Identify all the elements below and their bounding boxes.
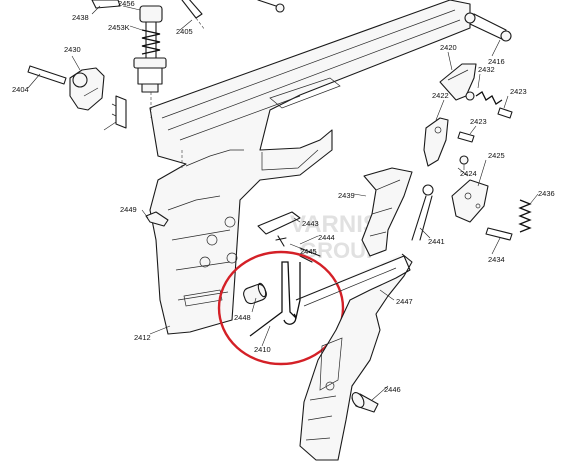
- label-2443: 2443: [302, 219, 319, 228]
- highlight-circle: [217, 250, 345, 366]
- main-frame: [149, 0, 471, 335]
- label-2439: 2439: [338, 191, 355, 200]
- label-2430: 2430: [64, 45, 81, 54]
- label-2438: 2438: [72, 13, 89, 22]
- label-2456: 2456: [118, 0, 135, 8]
- part-2434: [485, 227, 513, 241]
- part-2445: [299, 247, 321, 263]
- label-2445: 2445: [300, 247, 317, 256]
- part-2423-pin-lower: [457, 131, 475, 143]
- part-2404: [27, 65, 67, 85]
- label-2424: 2424: [460, 169, 477, 178]
- label-2447: 2447: [396, 297, 413, 306]
- label-2416: 2416: [488, 57, 505, 66]
- part-2438: [91, 0, 121, 9]
- part-2430: [69, 67, 105, 111]
- part-2422: [423, 117, 449, 167]
- part-2432-spring: [465, 91, 503, 105]
- label-2436: 2436: [538, 189, 555, 198]
- label-2441: 2441: [428, 237, 445, 246]
- part-labels: 2438 2456 2453K 2405 2430 2404 2416 2420…: [12, 0, 555, 394]
- part-2439: [361, 167, 413, 257]
- leader-lines: [27, 5, 539, 401]
- part-2425: [451, 179, 489, 223]
- part-2446-screw: [351, 392, 379, 413]
- label-2404: 2404: [12, 85, 29, 94]
- part-2436-spring: [518, 199, 532, 233]
- label-2448: 2448: [234, 313, 251, 322]
- label-2444: 2444: [318, 233, 335, 242]
- part-2447-grip: [295, 253, 413, 461]
- label-2420: 2420: [440, 43, 457, 52]
- part-2416: [464, 12, 512, 42]
- label-2446: 2446: [384, 385, 401, 394]
- part-2410-spring-wire: [249, 261, 301, 337]
- part-2405: [181, 0, 206, 31]
- label-2425: 2425: [488, 151, 505, 160]
- label-2412: 2412: [134, 333, 151, 342]
- part-2423-pin-upper: [497, 107, 513, 119]
- part-2443: [257, 211, 301, 235]
- label-2410: 2410: [254, 345, 271, 354]
- part-2449-screw: [145, 211, 169, 227]
- label-2423-upper: 2423: [510, 87, 527, 96]
- part-2435-clip: [111, 95, 127, 129]
- label-2432: 2432: [478, 65, 495, 74]
- label-2449: 2449: [120, 205, 137, 214]
- part-2420: [439, 63, 477, 101]
- part-2441: [411, 184, 434, 241]
- label-2405: 2405: [176, 27, 193, 36]
- label-2422: 2422: [432, 91, 449, 100]
- part-2453k-plunger: [133, 5, 167, 118]
- part-2448: [243, 282, 267, 305]
- part-2444: [275, 235, 287, 247]
- label-2453k: 2453K: [108, 23, 130, 32]
- pin-top-right: [257, 0, 285, 13]
- label-2423-lower: 2423: [470, 117, 487, 126]
- label-2434: 2434: [488, 255, 505, 264]
